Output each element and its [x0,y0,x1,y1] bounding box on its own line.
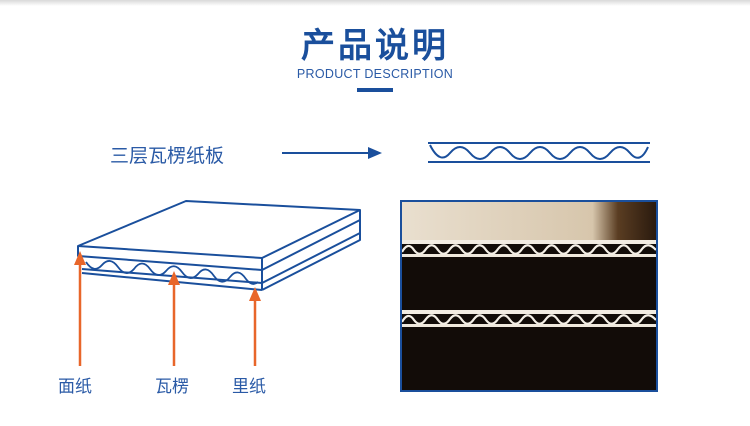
top-shadow [0,0,750,6]
label-face-paper: 面纸 [58,377,92,397]
label-liner-paper: 里纸 [232,377,266,397]
caption-arrow [282,147,382,159]
label-arrows [74,251,261,366]
cross-section-diagram [428,142,650,163]
page-subtitle: PRODUCT DESCRIPTION [296,67,454,81]
corrugated-board-photo [400,200,658,392]
board-flute-wave [85,260,259,285]
diagram-caption: 三层瓦楞纸板 [110,145,225,167]
page-title: 产品说明 [301,26,449,66]
cross-section-flute [429,144,649,160]
board-3d-illustration [77,200,361,291]
board-top-face [77,200,361,259]
label-flute: 瓦楞 [155,377,189,397]
title-underline [357,88,393,92]
